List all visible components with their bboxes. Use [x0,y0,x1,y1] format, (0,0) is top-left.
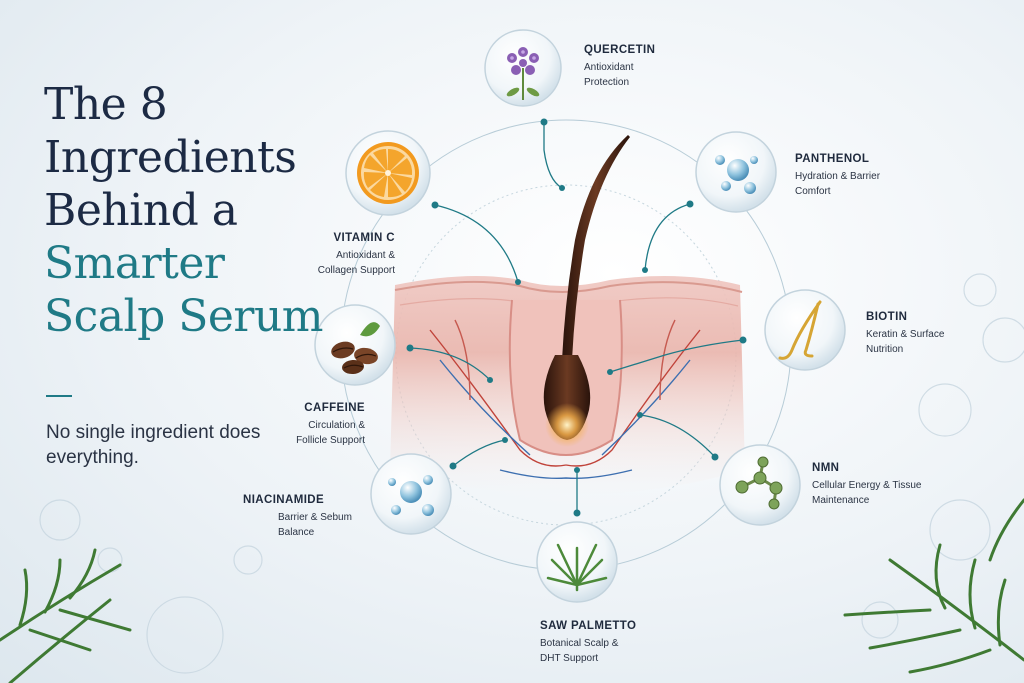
ingredient-description: Antioxidant Protection [584,62,634,88]
quercetin-bubble [484,29,562,107]
caffeine-bubble [314,304,396,386]
connector-dots [406,118,747,517]
divider [46,395,72,397]
ingredient-name: NIACINAMIDE [243,494,325,506]
connector-lines [409,122,744,513]
ingredient-description: Antioxidant & Collagen Support [317,250,395,276]
ingredient-name: CAFFEINE [304,402,365,414]
orange-slice-icon [357,142,419,204]
ingredient-label-saw-palmetto: SAW PALMETTO Botanical Scalp & DHT Suppo… [540,620,636,666]
ingredient-name: PANTHENOL [795,153,870,165]
niacinamide-bubble [370,453,452,535]
title-line-1: The 8 [44,79,168,130]
water-droplets-icon [388,475,434,516]
ingredient-label-quercetin: QUERCETIN Antioxidant Protection [584,44,664,90]
ingredient-name: NMN [812,462,840,474]
molecule-icon [735,456,783,510]
ingredient-description: Cellular Energy & Tissue Maintenance [812,480,922,506]
ingredient-description: Barrier & Sebum Balance [278,512,352,538]
coffee-beans-icon [331,322,380,375]
ingredient-name: QUERCETIN [584,44,656,56]
ingredient-label-nmn: NMN Cellular Energy & Tissue Maintenance [812,462,922,508]
palm-leaf-icon [546,543,608,592]
ingredient-description: Circulation & Follicle Support [296,420,365,446]
scalp-cross-section [390,135,745,495]
ingredient-label-biotin: BIOTIN Keratin & Surface Nutrition [866,311,966,357]
title-line-5: Scalp Serum [44,291,324,342]
ingredient-label-panthenol: PANTHENOL Hydration & Barrier Comfort [795,153,885,199]
panthenol-bubble [695,131,777,213]
ingredient-name: BIOTIN [866,311,908,323]
background-bubbles [39,273,1024,674]
water-droplets-icon [715,155,758,194]
ingredient-description: Botanical Scalp & DHT Support [540,638,619,664]
title-line-4: Smarter [44,238,225,289]
ingredient-label-niacinamide: NIACINAMIDE Barrier & Sebum Balance [243,494,366,540]
ingredient-label-caffeine: CAFFEINE Circulation & Follicle Support [250,402,365,448]
ingredient-description: Keratin & Surface Nutrition [866,329,945,355]
golden-strand-icon [778,300,822,360]
page-title: The 8 Ingredients Behind a Smarter Scalp… [44,78,344,343]
saw-palmetto-bubble [536,521,618,603]
tagline: No single ingredient does everything. [46,422,261,468]
nmn-bubble [719,444,801,526]
ingredient-name: SAW PALMETTO [540,620,637,632]
vitamin-c-bubble [345,130,431,216]
palm-frond-left [0,548,132,683]
palm-frond-right [843,498,1024,674]
ingredient-label-vitamin-c: VITAMIN C Antioxidant & Collagen Support [280,232,395,278]
ingredient-name: VITAMIN C [333,232,395,244]
title-line-3: Behind a [44,185,238,236]
purple-flower-icon [506,47,540,100]
biotin-bubble [764,289,846,371]
ingredient-description: Hydration & Barrier Comfort [795,171,881,197]
title-line-2: Ingredients [44,132,297,183]
